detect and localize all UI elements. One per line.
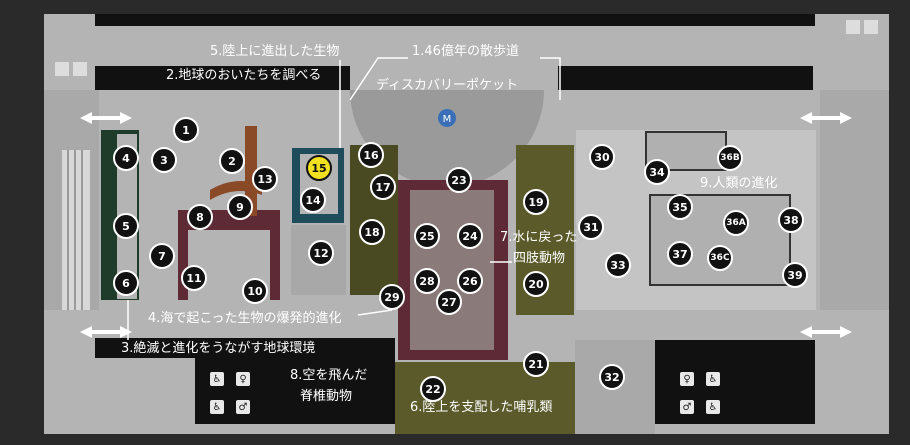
zone-label: 3.絶滅と進化をうながす地球環境 xyxy=(121,341,316,356)
zone-label: 9.人類の進化 xyxy=(700,176,778,191)
restroom-icon: ♀ xyxy=(680,372,694,386)
museum-logo-icon: M xyxy=(438,109,456,127)
exhibit-marker-20[interactable]: 20 xyxy=(523,271,549,297)
zone-label: 2.地球のおいたちを調べる xyxy=(166,68,322,83)
zone-label: 5.陸上に進出した生物 xyxy=(210,44,340,59)
exhibit-marker-23[interactable]: 23 xyxy=(446,167,472,193)
discovery-pocket-area xyxy=(350,90,544,187)
right-edge xyxy=(889,14,899,434)
exhibit-marker-2[interactable]: 2 xyxy=(219,148,245,174)
exhibit-marker-39[interactable]: 39 xyxy=(782,262,808,288)
restroom-icon: ♀ xyxy=(236,372,250,386)
right-corridor xyxy=(820,90,889,310)
elevator-icon xyxy=(55,20,878,76)
zone-label: ディスカバリーポケット xyxy=(375,78,519,93)
exhibit-marker-4[interactable]: 4 xyxy=(113,145,139,171)
upper-left-wall xyxy=(95,66,350,90)
zone-wall-brown xyxy=(245,126,257,216)
exhibit-marker-12[interactable]: 12 xyxy=(308,240,334,266)
upper-right-wall xyxy=(558,66,813,90)
exhibit-marker-37[interactable]: 37 xyxy=(667,241,693,267)
exhibit-marker-36a[interactable]: 36A xyxy=(723,210,749,236)
exhibit-marker-7[interactable]: 7 xyxy=(149,243,175,269)
exhibit-marker-17[interactable]: 17 xyxy=(370,174,396,200)
exhibit-marker-36b[interactable]: 36B xyxy=(717,145,743,171)
nursing-room-icon: ♿ xyxy=(706,372,720,386)
left-stairs xyxy=(62,150,90,310)
exhibit-marker-33[interactable]: 33 xyxy=(605,252,631,278)
exhibit-marker-28[interactable]: 28 xyxy=(414,268,440,294)
exhibit-marker-13[interactable]: 13 xyxy=(252,166,278,192)
exhibit-marker-22[interactable]: 22 xyxy=(420,376,446,402)
wheelchair-icon: ♿ xyxy=(210,400,224,414)
zone-label: 7.水に戻った xyxy=(500,230,578,245)
exhibit-marker-19[interactable]: 19 xyxy=(523,189,549,215)
exhibit-marker-5[interactable]: 5 xyxy=(113,213,139,239)
exhibit-marker-18[interactable]: 18 xyxy=(359,219,385,245)
restroom-icon: ♂ xyxy=(680,400,694,414)
svg-text:M: M xyxy=(443,114,452,125)
exhibit-marker-32[interactable]: 32 xyxy=(599,364,625,390)
zone-label: 8.空を飛んだ xyxy=(290,368,368,383)
exhibit-marker-3[interactable]: 3 xyxy=(151,147,177,173)
exhibit-marker-11[interactable]: 11 xyxy=(181,265,207,291)
exhibit-marker-36c[interactable]: 36C xyxy=(707,245,733,271)
restroom-icon: ♂ xyxy=(236,400,250,414)
exhibit-marker-30[interactable]: 30 xyxy=(589,144,615,170)
exhibit-marker-26[interactable]: 26 xyxy=(457,268,483,294)
wheelchair-icon: ♿ xyxy=(706,400,720,414)
lower-left-wall xyxy=(95,338,395,358)
exhibit-marker-9[interactable]: 9 xyxy=(227,194,253,220)
exhibit-marker-31[interactable]: 31 xyxy=(578,214,604,240)
top-wall xyxy=(95,14,815,26)
exhibit-marker-8[interactable]: 8 xyxy=(187,204,213,230)
zone-label: 4.海で起こった生物の爆発的進化 xyxy=(148,311,342,326)
double-arrow-icon xyxy=(80,112,852,338)
left-restroom-block xyxy=(195,358,285,424)
zone-8-block xyxy=(285,358,395,424)
zone-label: 1.46億年の散歩道 xyxy=(412,44,519,59)
exhibit-marker-1[interactable]: 1 xyxy=(173,117,199,143)
exhibit-marker-6[interactable]: 6 xyxy=(113,270,139,296)
exhibit-marker-38[interactable]: 38 xyxy=(778,207,804,233)
leader-lines xyxy=(127,57,561,340)
exhibit-marker-25[interactable]: 25 xyxy=(414,223,440,249)
zone-label: 6.陸上を支配した哺乳類 xyxy=(410,400,553,415)
zone-label: 脊椎動物 xyxy=(300,389,353,404)
exhibit-marker-16[interactable]: 16 xyxy=(358,142,384,168)
exhibit-marker-21[interactable]: 21 xyxy=(523,351,549,377)
curved-wall xyxy=(210,181,262,200)
exhibit-marker-14[interactable]: 14 xyxy=(300,187,326,213)
exhibit-marker-29[interactable]: 29 xyxy=(379,284,405,310)
left-edge xyxy=(14,14,44,434)
nursing-room-icon: ♿ xyxy=(210,372,224,386)
zone-label: 四肢動物 xyxy=(513,251,566,266)
exhibit-marker-24[interactable]: 24 xyxy=(457,223,483,249)
exhibit-marker-35[interactable]: 35 xyxy=(667,194,693,220)
exhibit-marker-27[interactable]: 27 xyxy=(436,289,462,315)
right-restroom-block xyxy=(655,340,815,424)
exhibit-marker-15[interactable]: 15 xyxy=(306,155,332,181)
exhibit-marker-10[interactable]: 10 xyxy=(242,278,268,304)
exhibit-marker-34[interactable]: 34 xyxy=(644,159,670,185)
